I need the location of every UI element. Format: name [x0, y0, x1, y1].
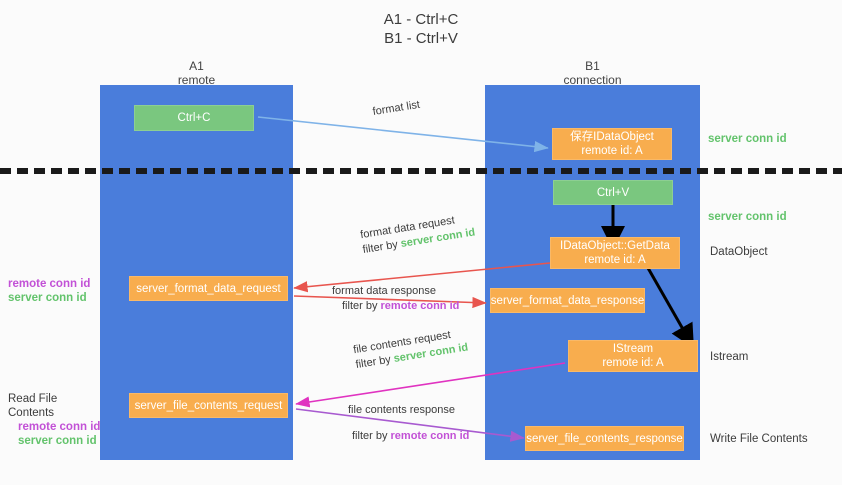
node-server-format-data-response-label: server_format_data_response: [490, 294, 645, 307]
column-b1-name: B1: [585, 59, 600, 73]
diagram-title: A1 - Ctrl+C B1 - Ctrl+V: [0, 10, 842, 48]
node-ctrl-v: Ctrl+V: [553, 180, 673, 205]
edge-label-format-data-response: format data response filter by remote co…: [332, 284, 459, 314]
format-data-response-filter-value: remote conn id: [380, 300, 460, 312]
node-server-file-contents-response: server_file_contents_response: [525, 426, 684, 451]
left-label-conn-ids-format: remote conn id server conn id: [8, 277, 100, 305]
right-label-dataobject: DataObject: [710, 246, 768, 258]
right-label-server-conn-id-mid: server conn id: [708, 211, 787, 223]
node-ctrl-v-label: Ctrl+V: [596, 186, 630, 199]
column-a1-name: A1: [189, 59, 204, 73]
edge-label-format-data-request: format data request filter by server con…: [359, 211, 476, 258]
left-format-server-conn-id: server conn id: [8, 292, 87, 304]
node-server-format-data-request-label: server_format_data_request: [136, 282, 281, 295]
node-istream-line2: remote id: A: [602, 357, 664, 369]
node-getdata-line2: remote id: A: [584, 254, 646, 266]
format-data-response-filter-prefix: filter by: [342, 300, 381, 312]
column-header-b1: B1 connection: [485, 59, 700, 87]
node-idataobject-line1: 保存IDataObject: [570, 131, 654, 143]
column-b1-subtitle: connection: [563, 73, 622, 87]
edge-label-format-list: format list: [372, 98, 421, 120]
column-a1-subtitle: remote: [177, 73, 216, 87]
node-idataobject: 保存IDataObject remote id: A: [552, 128, 672, 160]
edge-label-file-contents-response: file contents response filter by remote …: [348, 403, 469, 444]
left-read-server-conn-id: server conn id: [18, 435, 97, 447]
node-ctrl-c-label: Ctrl+C: [177, 112, 211, 124]
node-getdata: IDataObject::GetData remote id: A: [550, 237, 680, 269]
left-format-remote-conn-id: remote conn id: [8, 278, 91, 290]
node-server-file-contents-request-label: server_file_contents_request: [134, 399, 283, 412]
edge-label-format-list-text: format list: [371, 98, 421, 119]
right-label-server-conn-id-top: server conn id: [708, 133, 787, 145]
right-label-istream: Istream: [710, 351, 749, 363]
left-label-read-file-contents: Read File Contents remote conn id server…: [8, 392, 103, 448]
column-header-a1: A1 remote: [100, 59, 293, 87]
title-line-2: B1 - Ctrl+V: [384, 30, 458, 47]
node-server-format-data-response: server_format_data_response: [490, 288, 645, 313]
left-read-file-contents-title: Read File Contents: [8, 393, 58, 419]
title-line-1: A1 - Ctrl+C: [383, 11, 459, 28]
format-data-response-line1: format data response: [332, 285, 436, 297]
stage-divider: [0, 168, 842, 174]
right-label-write-file-contents: Write File Contents: [710, 433, 808, 445]
node-istream-line1: IStream: [612, 343, 654, 355]
edge-label-file-contents-request: file contents request filter by server c…: [352, 326, 469, 373]
node-istream: IStream remote id: A: [568, 340, 698, 372]
node-ctrl-c: Ctrl+C: [134, 105, 254, 131]
node-server-format-data-request: server_format_data_request: [129, 276, 288, 301]
node-server-file-contents-request: server_file_contents_request: [129, 393, 288, 418]
node-server-file-contents-response-label: server_file_contents_response: [526, 432, 683, 445]
node-idataobject-line2: remote id: A: [581, 145, 643, 157]
file-contents-response-filter-prefix: filter by: [352, 430, 391, 442]
node-getdata-line1: IDataObject::GetData: [560, 240, 670, 252]
file-contents-response-line1: file contents response: [348, 404, 456, 416]
left-read-remote-conn-id: remote conn id: [18, 421, 101, 433]
file-contents-response-filter-value: remote conn id: [390, 430, 470, 442]
